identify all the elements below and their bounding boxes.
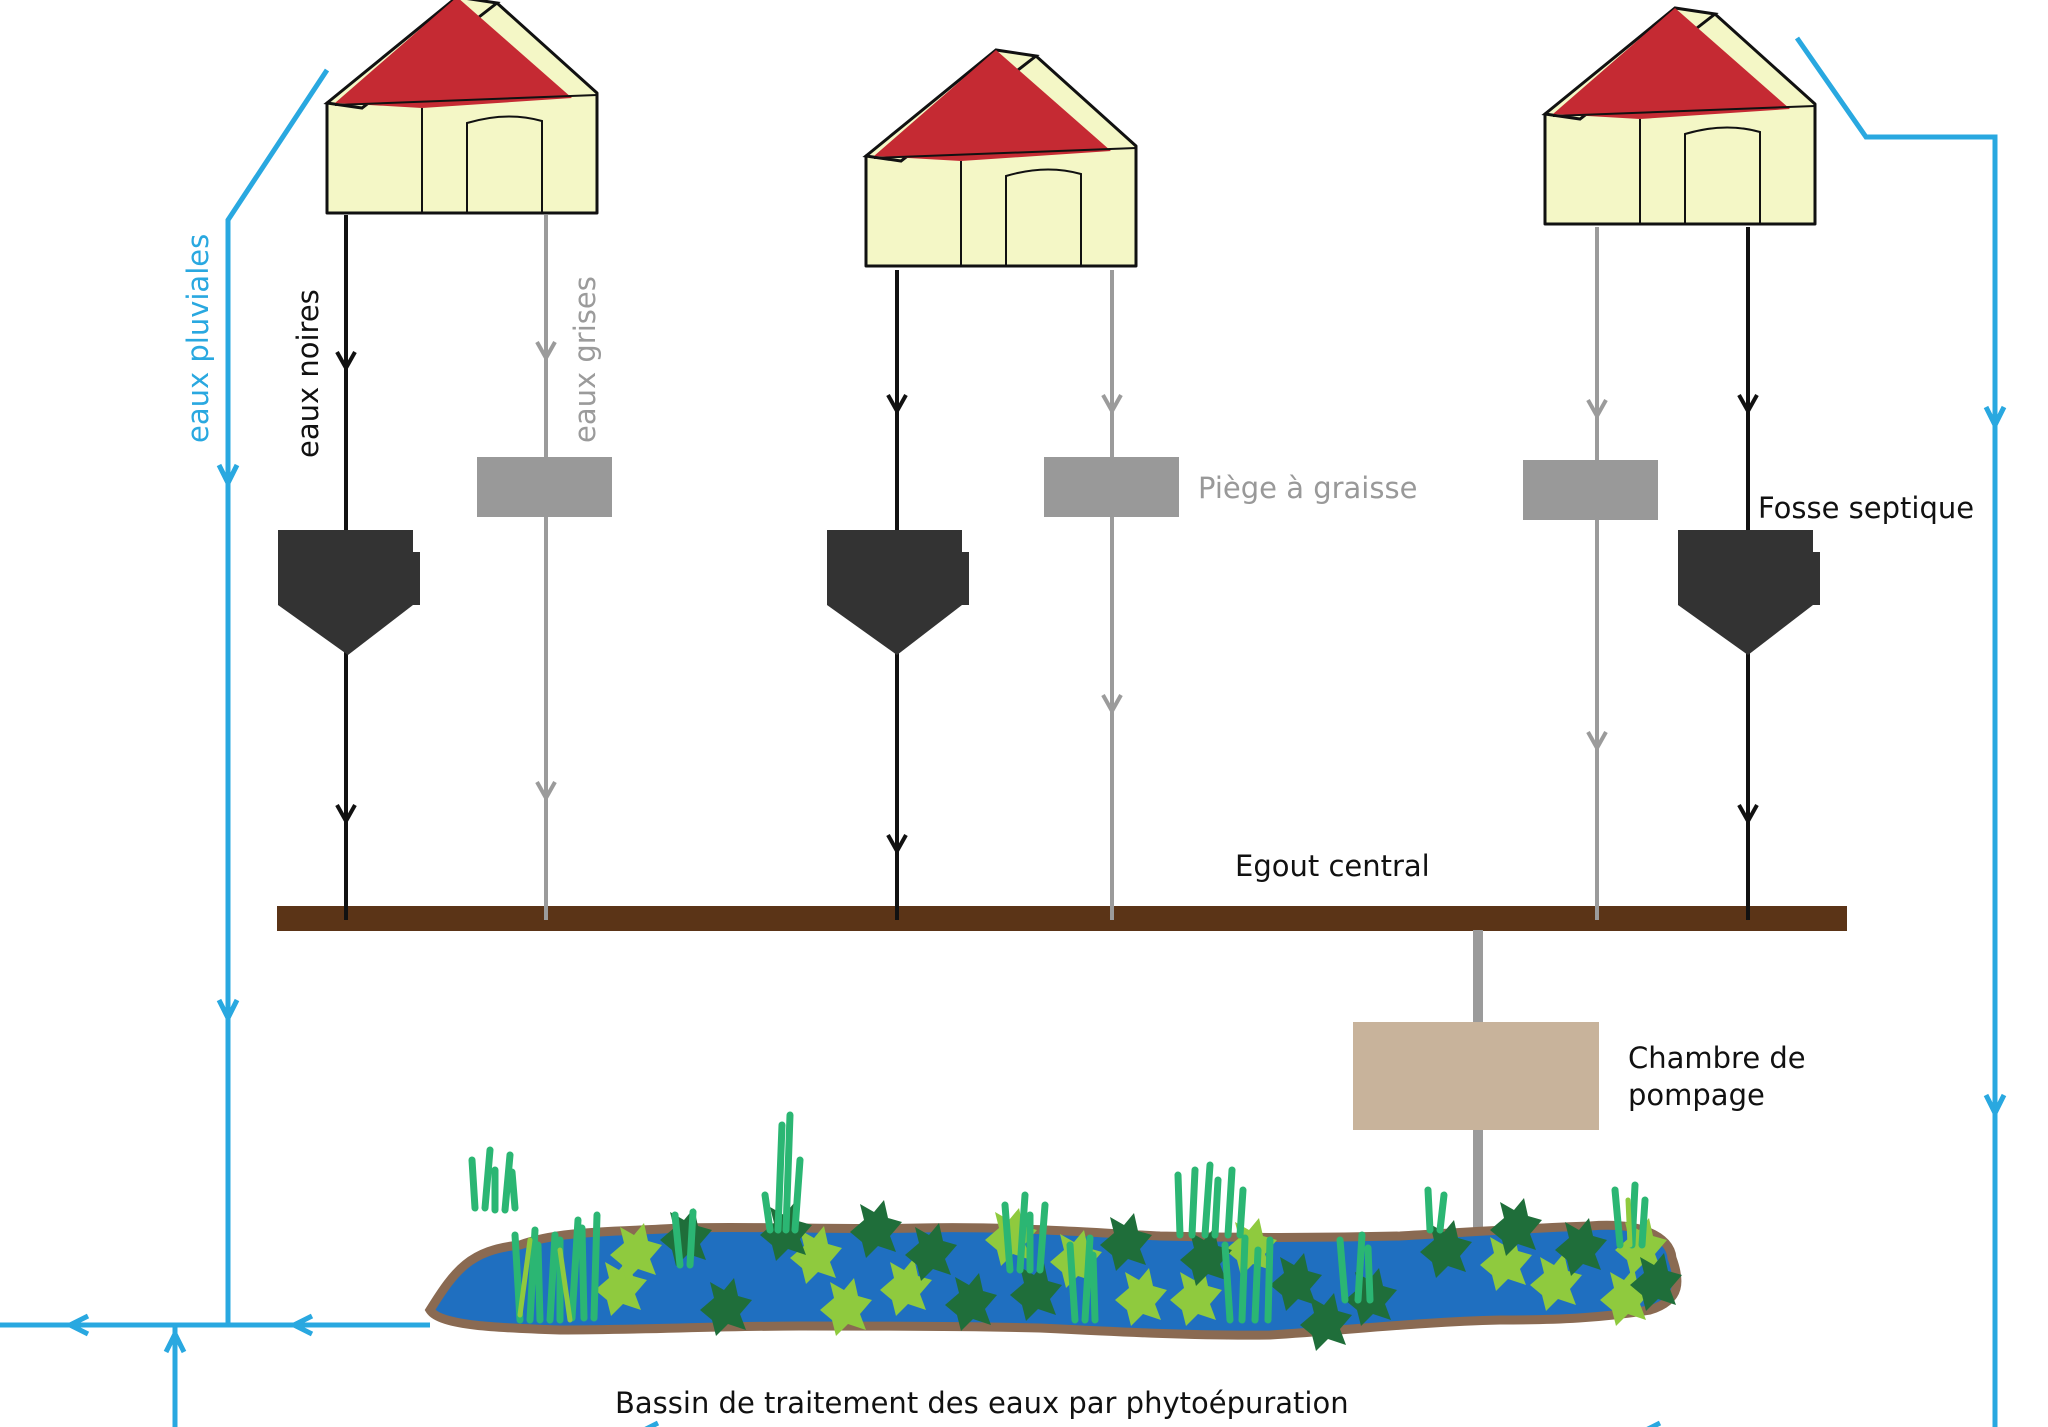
basin-label: Bassin de traitement des eaux par phytoé… <box>615 1386 1349 1420</box>
aquatic-plants <box>468 1111 1682 1351</box>
greywater-label: eaux grises <box>568 276 602 443</box>
grease-trap-middle <box>1044 457 1179 517</box>
septic-tank-label: Fosse septique <box>1758 491 1974 525</box>
central-sewer-label: Egout central <box>1235 849 1430 883</box>
pumping-chamber-label-line2: pompage <box>1628 1078 1765 1112</box>
house-left <box>325 0 599 215</box>
pumping-chamber <box>1353 1022 1599 1130</box>
house-middle <box>864 48 1138 268</box>
septic-tank-right <box>1678 530 1820 655</box>
grease-trap-label: Piège à graisse <box>1198 471 1417 505</box>
rainwater-label: eaux pluviales <box>181 234 215 443</box>
grease-trap-right <box>1523 460 1658 520</box>
septic-tank-middle <box>827 530 969 655</box>
central-sewer-pipe <box>277 906 1847 931</box>
house-right <box>1543 6 1817 226</box>
blackwater-pipes <box>335 215 1759 920</box>
rainwater-pipes <box>0 36 2007 1427</box>
pumping-chamber-label-line1: Chambre de <box>1628 1041 1806 1075</box>
grease-trap-left <box>477 457 612 517</box>
septic-tank-left <box>278 530 420 655</box>
blackwater-label: eaux noires <box>291 289 325 458</box>
greywater-pipes <box>535 215 1608 920</box>
